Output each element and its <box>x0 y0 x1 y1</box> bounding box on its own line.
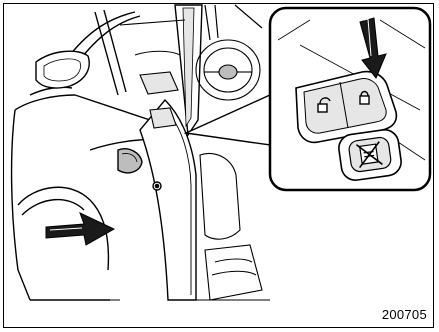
window-lock-switch-icon <box>337 128 403 182</box>
arrow-right-icon <box>46 213 114 245</box>
open-door <box>118 5 202 300</box>
rear-pillars <box>205 5 262 40</box>
figure-id-label: 200705 <box>382 307 427 322</box>
car-body <box>12 10 170 300</box>
side-mirror <box>36 51 89 88</box>
